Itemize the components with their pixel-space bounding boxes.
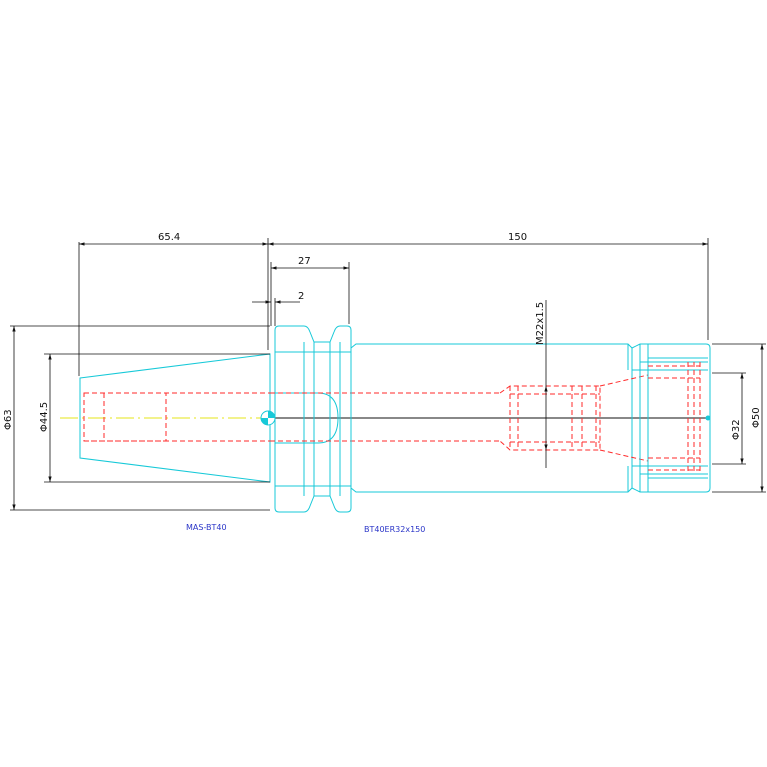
dim-text-150: 150	[508, 232, 527, 243]
end-point-icon	[705, 415, 711, 421]
nut-outline	[631, 343, 711, 493]
taper-hidden-bore	[83, 392, 270, 442]
flange-outline	[274, 325, 352, 513]
dim-text-d50: Φ50	[751, 407, 762, 428]
gauge-point-icon	[260, 410, 276, 426]
dim-text-m22: M22x1.5	[535, 302, 546, 345]
dim-text-d32: Φ32	[731, 419, 742, 440]
dim-text-d63: Φ63	[3, 409, 14, 430]
extension-lines	[10, 238, 766, 511]
dim-text-2: 2	[298, 291, 304, 302]
body-hidden-thread	[499, 374, 649, 462]
dim-text-d44-5: Φ44.5	[39, 402, 50, 432]
label-mas-bt40: MAS-BT40	[186, 523, 227, 532]
dim-text-65-4: 65.4	[158, 232, 180, 243]
label-bt40er32x150: BT40ER32x150	[364, 525, 425, 534]
nut-hidden	[648, 362, 701, 474]
flange-hidden-bore	[270, 392, 500, 442]
dim-text-27: 27	[298, 256, 311, 267]
